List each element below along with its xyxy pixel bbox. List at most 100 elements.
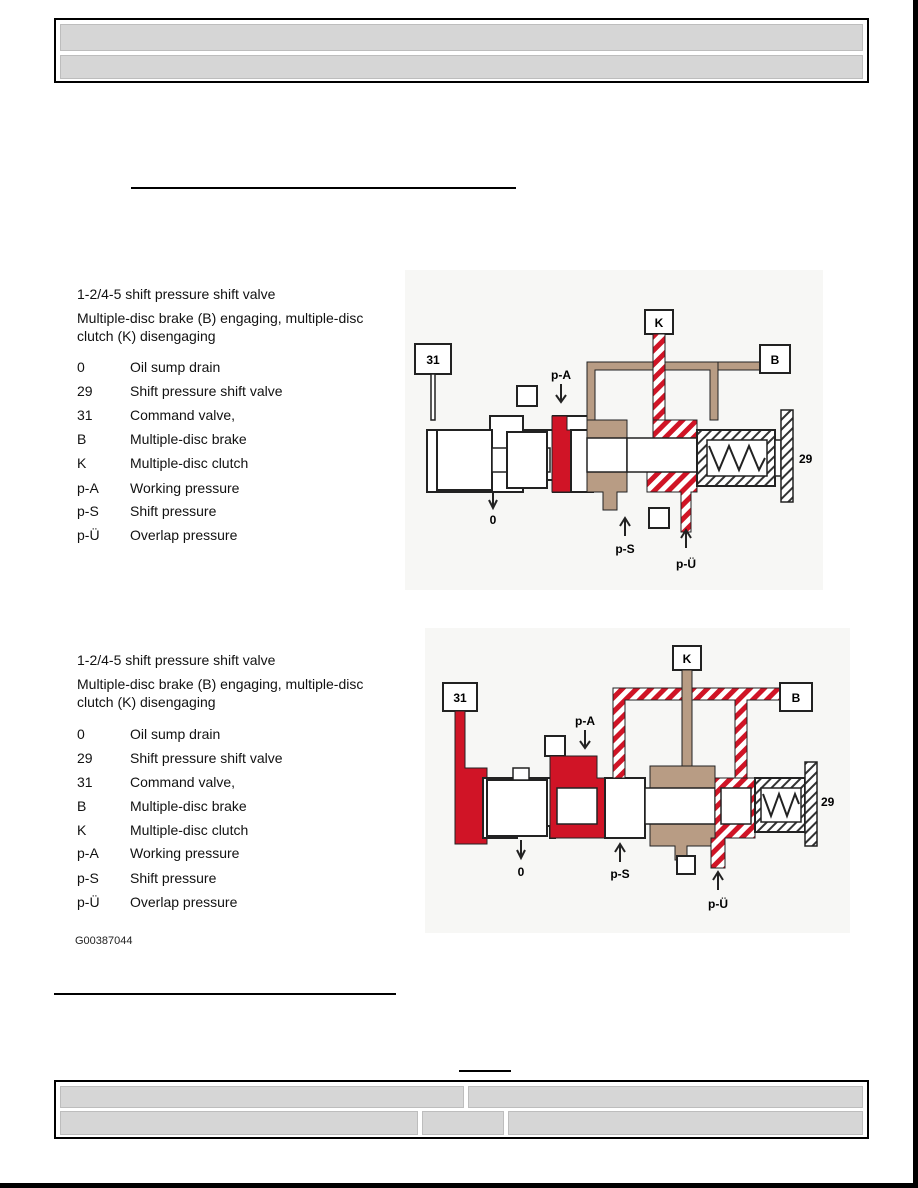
footer-cell-left-top — [60, 1086, 464, 1108]
orifice-box — [516, 385, 538, 407]
diagram-1-subtitle-2: clutch (K) disengaging — [77, 328, 216, 344]
legend-desc: Command valve, — [130, 774, 236, 790]
footer-cell-left-bottom — [60, 1111, 418, 1135]
legend-code: p-A — [77, 845, 99, 861]
footer-cell-right-top — [468, 1086, 863, 1108]
clutch-line — [681, 669, 693, 779]
footer-cell-middle-bottom — [422, 1111, 504, 1135]
legend-code: 29 — [77, 383, 93, 399]
p-s-arrow-icon — [619, 516, 631, 536]
legend-desc: Shift pressure — [130, 870, 217, 886]
command-valve-label: 31 — [453, 691, 467, 705]
diagram-2-subtitle-1: Multiple-disc brake (B) engaging, multip… — [77, 676, 364, 692]
diagram-2-subtitle-2: clutch (K) disengaging — [77, 694, 216, 710]
brake-b-box: B — [759, 344, 791, 374]
spool-land-4 — [626, 437, 698, 473]
legend-desc: Overlap pressure — [130, 527, 238, 543]
legend-code: K — [77, 822, 87, 838]
valve-29-label: 29 — [799, 452, 813, 466]
command-valve-box: 31 — [442, 682, 478, 712]
clutch-k-box: K — [644, 309, 674, 335]
spool-land-1 — [556, 787, 598, 825]
end-plug — [780, 409, 794, 503]
p-a-arrow-icon — [579, 730, 591, 750]
clutch-k-label: K — [655, 316, 664, 330]
legend-desc: Shift pressure — [130, 503, 217, 519]
p-a-label: p-A — [551, 368, 571, 382]
legend-code: p-A — [77, 480, 99, 496]
section-heading-underline — [131, 187, 516, 189]
command-valve-box: 31 — [414, 343, 452, 375]
p-s-label: p-S — [615, 542, 634, 556]
drain-box — [648, 507, 670, 529]
end-cap — [774, 439, 782, 477]
page-number-underline — [459, 1070, 511, 1072]
spring-icon — [762, 791, 800, 819]
legend-desc: Shift pressure shift valve — [130, 383, 283, 399]
spool-piston-left — [436, 429, 493, 491]
diagram-1-title: 1-2/4-5 shift pressure shift valve — [77, 286, 276, 302]
legend-desc: Shift pressure shift valve — [130, 750, 283, 766]
orifice-box — [544, 735, 566, 757]
legend-code: p-S — [77, 503, 99, 519]
legend-desc: Working pressure — [130, 480, 240, 496]
legend-code: 0 — [77, 726, 85, 742]
p-u-label: p-Ü — [676, 556, 696, 571]
legend-code: 31 — [77, 774, 93, 790]
brake-b-label: B — [792, 691, 801, 705]
legend-desc: Overlap pressure — [130, 894, 238, 910]
legend-code: K — [77, 455, 87, 471]
legend-desc: Command valve, — [130, 407, 236, 423]
command-line — [430, 373, 436, 421]
drain-label: 0 — [518, 865, 525, 879]
valve-29-label: 29 — [821, 795, 835, 809]
legend-desc: Multiple-disc brake — [130, 431, 247, 447]
p-s-arrow-icon — [614, 842, 626, 862]
command-pressure-chamber — [454, 710, 488, 845]
spool-land-1 — [506, 431, 548, 489]
legend-code: p-Ü — [77, 894, 100, 910]
end-plug — [804, 761, 818, 847]
clutch-chamber-top — [649, 765, 716, 789]
brake-chamber-top — [586, 419, 628, 439]
diagram-1-schematic: 31 p-A B K 29 0 p-S p-Ü — [405, 270, 823, 590]
legend-code: B — [77, 431, 87, 447]
spring-chamber — [706, 439, 768, 477]
spool-land-3 — [644, 787, 716, 825]
clutch-line — [652, 333, 666, 435]
legend-code: B — [77, 798, 87, 814]
header-title-bar — [60, 24, 863, 51]
footer-cell-right-bottom — [508, 1111, 863, 1135]
p-u-arrow-icon — [680, 528, 692, 548]
diagram-2-legend: 1-2/4-5 shift pressure shift valve Multi… — [77, 651, 407, 921]
p-s-label: p-S — [610, 867, 629, 881]
spool-piston-left — [486, 779, 548, 837]
spring-icon — [708, 443, 766, 473]
diagram-1-subtitle-1: Multiple-disc brake (B) engaging, multip… — [77, 310, 364, 326]
p-a-label: p-A — [575, 714, 595, 728]
p-u-label: p-Ü — [708, 896, 728, 911]
legend-code: p-S — [77, 870, 99, 886]
p-a-arrow-icon — [555, 384, 567, 404]
brake-b-box: B — [779, 682, 813, 712]
legend-desc: Oil sump drain — [130, 359, 221, 375]
spool-land-2 — [604, 777, 646, 839]
legend-desc: Multiple-disc clutch — [130, 822, 249, 838]
spool-tab — [512, 767, 530, 781]
figure-id: G00387044 — [75, 935, 133, 947]
drain-arrow-icon — [488, 492, 498, 511]
brake-line-to-b — [717, 361, 761, 371]
legend-code: 29 — [77, 750, 93, 766]
legend-desc: Working pressure — [130, 845, 240, 861]
clutch-k-box: K — [672, 645, 702, 671]
p-u-arrow-icon — [712, 870, 724, 890]
diagram-2-schematic: 31 p-A B K 29 0 p-S p-Ü — [425, 628, 850, 933]
page-header — [54, 18, 869, 83]
drain-box — [676, 855, 696, 875]
clutch-k-label: K — [683, 652, 692, 666]
header-subtitle-bar — [60, 55, 863, 79]
legend-desc: Multiple-disc clutch — [130, 455, 249, 471]
brake-b-label: B — [771, 353, 780, 367]
legend-code: 0 — [77, 359, 85, 375]
diagram-2-title: 1-2/4-5 shift pressure shift valve — [77, 652, 276, 668]
